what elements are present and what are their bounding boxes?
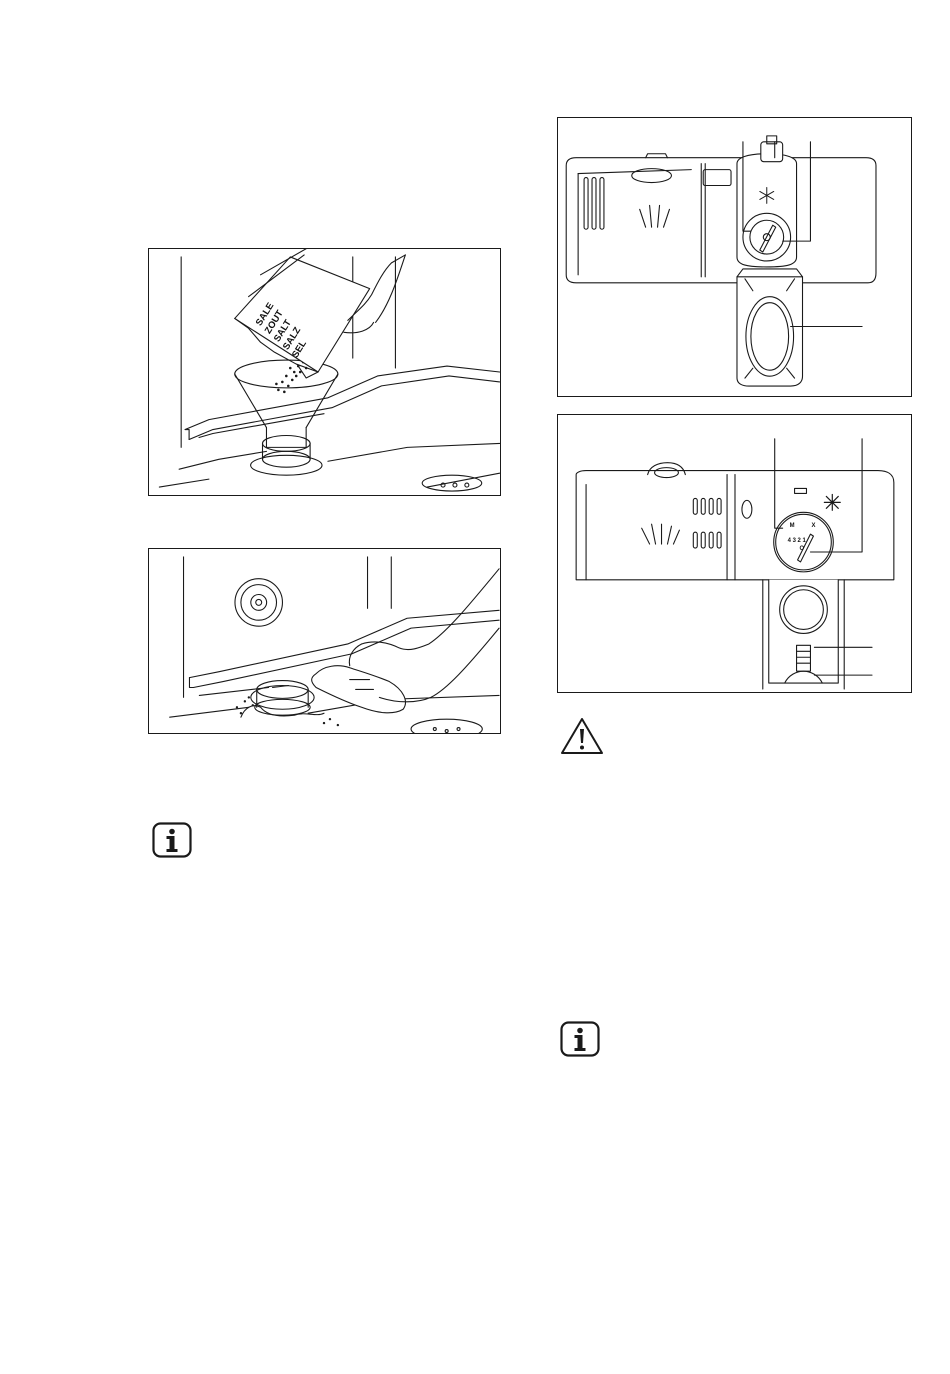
figure-dispenser-top <box>557 117 912 397</box>
dial-label-x: X <box>811 523 815 529</box>
info-icon <box>560 1021 600 1057</box>
figure-wipe-salt-container <box>148 548 501 734</box>
dial-label-m: M <box>790 523 795 529</box>
info-icon <box>152 822 192 858</box>
figure-dispenser-dial: M X 4 3 2 1 O <box>557 414 912 693</box>
dial-scale: 4 3 2 1 <box>788 538 807 544</box>
figure-salt-pouring: SALE ZOUT SALT SALZ SEL <box>148 248 501 496</box>
dial-center: O <box>800 546 805 552</box>
warning-icon <box>559 716 605 756</box>
